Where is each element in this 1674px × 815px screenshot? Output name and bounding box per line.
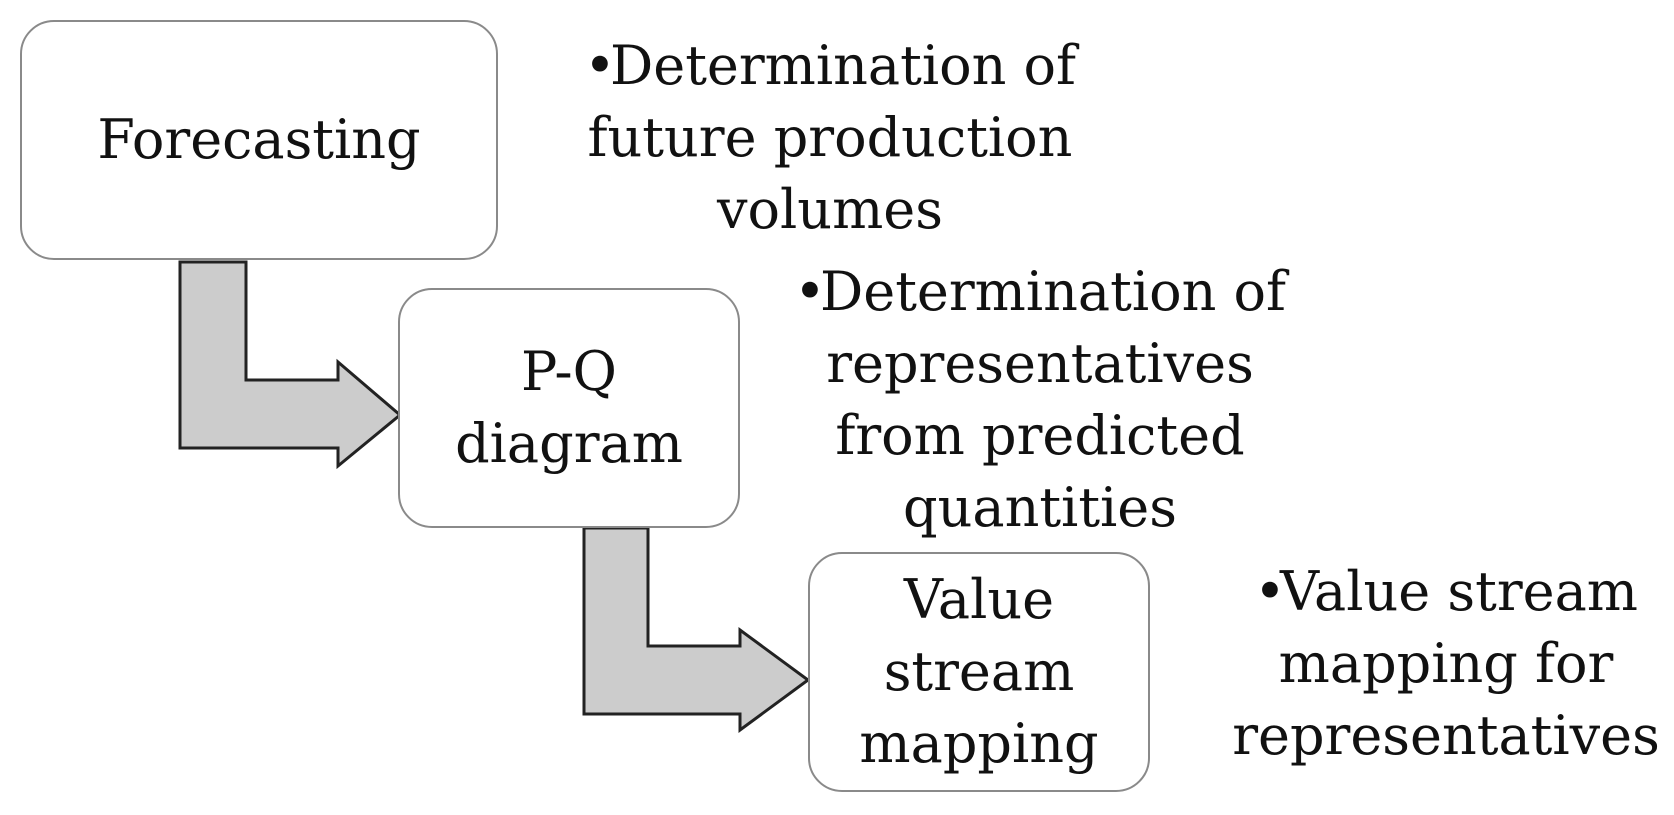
forecasting-box: Forecasting [20, 20, 498, 260]
pq-diagram-label: P-Q diagram [455, 340, 683, 475]
arrow-pq-to-vsm [582, 526, 811, 733]
forecasting-description: •Determination of future production volu… [560, 30, 1100, 246]
bullet-icon: • [583, 34, 616, 97]
description-line: from predicted [835, 404, 1245, 467]
pq-diagram-description: •Determination of representatives from p… [770, 256, 1310, 544]
description-line: representatives [826, 332, 1254, 395]
value-stream-mapping-label: Value stream mapping [859, 568, 1099, 775]
description-line: representatives [1232, 704, 1660, 767]
description-line: future production [587, 106, 1073, 169]
description-line: mapping for [1278, 632, 1614, 695]
description-line: •Determination of [770, 256, 1310, 328]
pq-diagram-box: P-Q diagram [398, 288, 740, 528]
description-line: volumes [717, 178, 943, 241]
forecasting-label: Forecasting [97, 108, 421, 171]
value-stream-mapping-box: Value stream mapping [808, 552, 1150, 792]
description-line: quantities [903, 476, 1177, 539]
description-line: •Determination of [560, 30, 1100, 102]
bullet-icon: • [793, 260, 826, 323]
arrow-forecasting-to-pq [178, 260, 403, 470]
description-line: •Value stream [1226, 556, 1666, 628]
value-stream-mapping-description: •Value stream mapping for representative… [1226, 556, 1666, 772]
bullet-icon: • [1254, 560, 1286, 623]
